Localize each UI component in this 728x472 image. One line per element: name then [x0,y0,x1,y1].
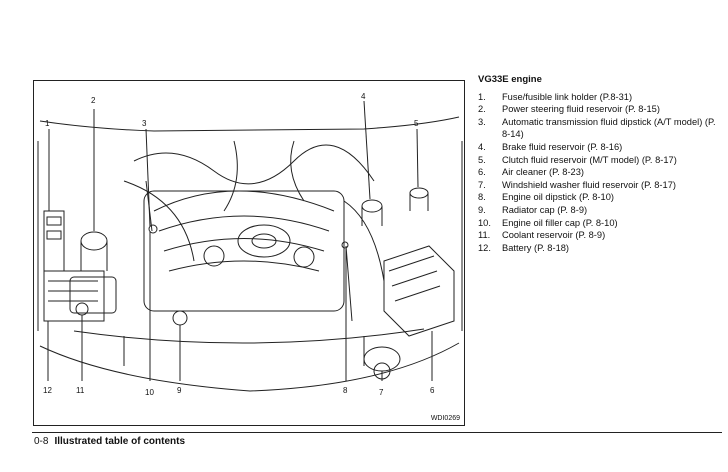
legend-item: 4.Brake fluid reservoir (P. 8-16) [478,141,623,152]
legend-item: 1.Fuse/fusible link holder (P.8-31) [478,91,633,102]
page-number: 0-8 [34,436,49,447]
legend-item: 6.Air cleaner (P. 8-23) [478,167,584,178]
legend-item: 3.Automatic transmission fluid dipstick … [478,116,716,140]
legend-item: 7.Windshield washer fluid reservoir (P. … [478,179,676,190]
legend-item: 5.Clutch fluid reservoir (M/T model) (P.… [478,154,677,165]
footer-divider [32,432,722,433]
legend-list: 1.Fuse/fusible link holder (P.8-31) 2.Po… [478,91,718,255]
callout-4: 4 [361,92,366,101]
callout-8: 8 [343,386,348,395]
engine-illustration: 1 2 3 4 5 6 7 8 9 10 11 12 WDI0269 [33,80,465,426]
legend-item: 9.Radiator cap (P. 8-9) [478,204,588,215]
legend: VG33E engine 1.Fuse/fusible link holder … [478,74,718,254]
callout-10: 10 [145,388,154,397]
callout-3: 3 [142,119,147,128]
legend-item: 10.Engine oil filler cap (P. 8-10) [478,217,618,228]
legend-title: VG33E engine [478,74,542,85]
callout-5: 5 [414,119,419,128]
callout-7: 7 [379,388,384,397]
callout-6: 6 [430,386,435,395]
callout-2: 2 [91,96,96,105]
legend-item: 8.Engine oil dipstick (P. 8-10) [478,192,614,203]
callout-9: 9 [177,386,182,395]
callout-11: 11 [76,386,85,395]
figure-code: WDI0269 [430,415,460,422]
legend-item: 12.Battery (P. 8-18) [478,242,570,253]
legend-item: 2.Power steering fluid reservoir (P. 8-1… [478,104,660,115]
page-footer: 0-8 Illustrated table of contents [34,436,185,447]
callout-1: 1 [45,119,50,128]
engine-line-drawing [37,100,463,392]
legend-item: 11.Coolant reservoir (P. 8-9) [478,230,606,241]
callout-12: 12 [43,386,52,395]
section-title: Illustrated table of contents [54,436,186,447]
